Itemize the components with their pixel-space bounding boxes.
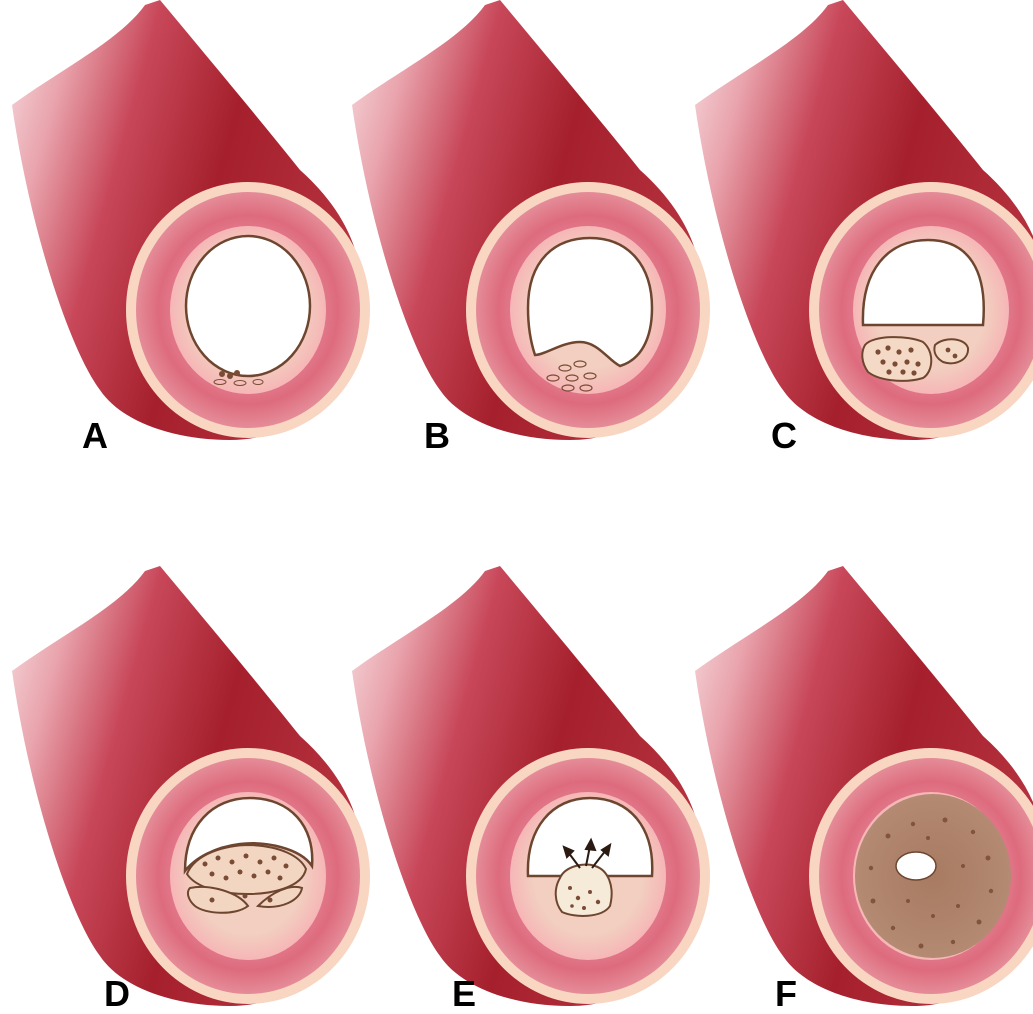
panel-label-f: F bbox=[775, 976, 797, 1012]
panel-label-d: D bbox=[104, 976, 130, 1012]
panel-label-c: C bbox=[771, 418, 797, 454]
lumen bbox=[186, 236, 310, 376]
panel-f-vessel bbox=[695, 566, 1033, 1006]
residual-lumen bbox=[896, 852, 936, 880]
panel-d-vessel bbox=[12, 566, 370, 1006]
panel-label-b: B bbox=[424, 418, 450, 454]
thrombus bbox=[855, 794, 1011, 958]
panel-a-vessel bbox=[12, 0, 370, 440]
panel-c-vessel bbox=[695, 0, 1033, 440]
panel-label-e: E bbox=[452, 976, 476, 1012]
lipid-core bbox=[862, 337, 931, 381]
panel-b-vessel bbox=[352, 0, 710, 440]
panel-e-vessel bbox=[352, 566, 710, 1006]
panel-label-a: A bbox=[82, 418, 108, 454]
